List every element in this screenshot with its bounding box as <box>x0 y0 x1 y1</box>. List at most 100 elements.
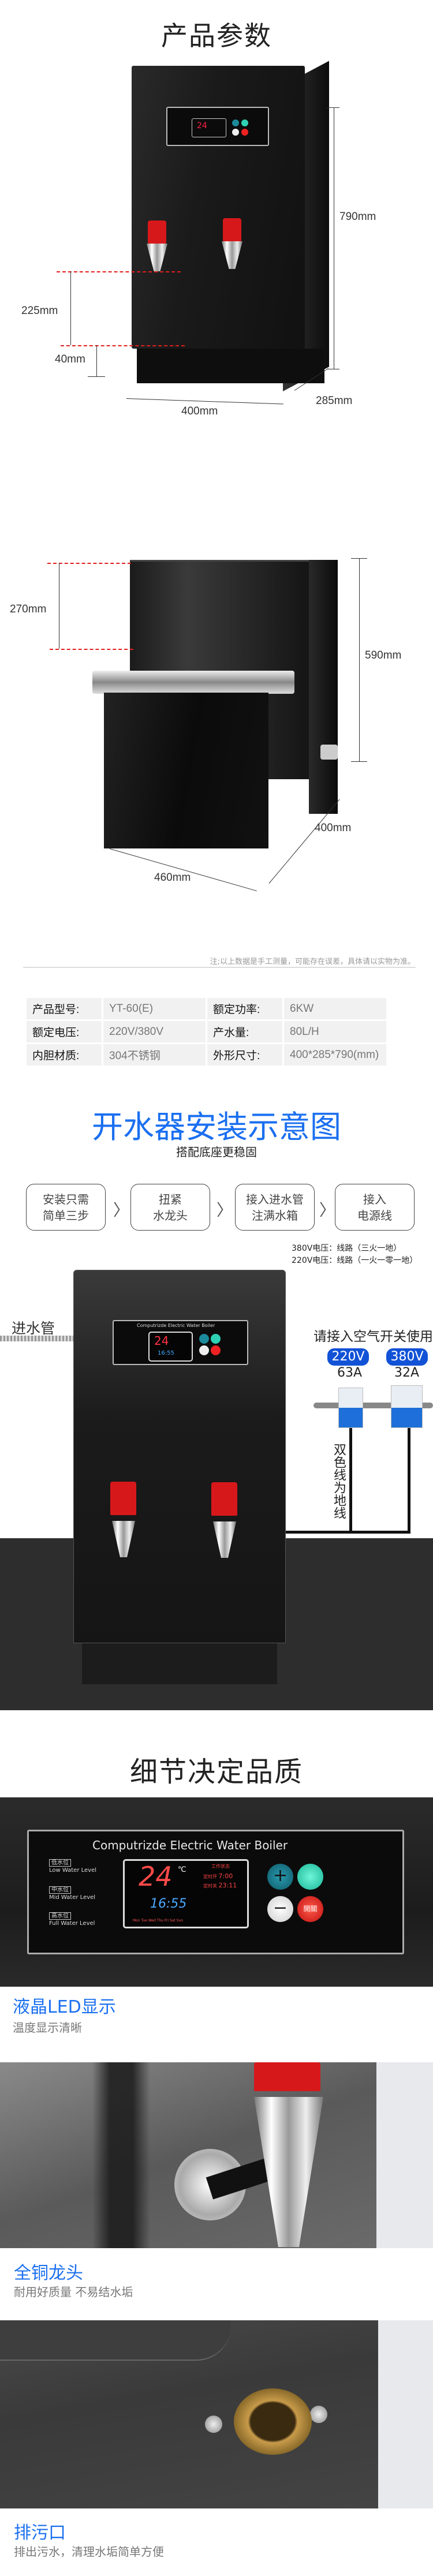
boiler-base <box>137 349 324 383</box>
faucet-right <box>211 1482 237 1516</box>
feature-desc-drain: 排出污水，清理水垢简单方便 <box>14 2545 164 2559</box>
chevron-right-icon: 〉 <box>216 1201 233 1220</box>
feature-desc-faucet: 耐用好质量 不易结水垢 <box>14 2285 133 2299</box>
install-step-4: 接入 电源线 <box>335 1184 415 1231</box>
level-en: Full Water Level <box>49 1920 95 1927</box>
dim-stand-clearance: 270mm <box>10 603 47 615</box>
table-row: 内胆材质: 304不锈钢 外形尺寸: 400*285*790(mm) <box>27 1044 386 1065</box>
lcd-screen: 24 ℃ 16:55 Mon Tue Wed Thu Fri Sat Sun 工… <box>123 1859 249 1928</box>
level-en: Low Water Level <box>49 1867 97 1874</box>
level-cn: 高水位 <box>49 1912 71 1920</box>
air-switch-380 <box>391 1385 423 1428</box>
dim-stand-width: 460mm <box>154 872 191 884</box>
current-380: 32A <box>394 1366 420 1380</box>
boil-button[interactable] <box>297 1864 323 1890</box>
panel-brand: Computrizde Electric Water Boiler <box>137 1323 215 1328</box>
install-title: 开水器安装示意图 <box>92 1109 341 1145</box>
minus-button[interactable]: − <box>267 1896 293 1922</box>
timer-off-label: 定时关 <box>203 1883 217 1889</box>
install-step-1: 安装只需 简单三步 <box>26 1184 106 1231</box>
faucet-left <box>148 220 166 244</box>
stand-tray <box>92 671 294 694</box>
feature-title-lcd: 液晶LED显示 <box>13 1997 116 2017</box>
spec-value: 6KW <box>284 998 386 1019</box>
voltage-note-380: 380V电压：线路（三火一地） <box>292 1244 402 1253</box>
table-row: 产品型号: YT-60(E) 额定功率: 6KW <box>27 998 386 1019</box>
time-readout: 16:55 <box>158 1350 174 1356</box>
plus-button[interactable]: + <box>267 1864 293 1890</box>
power-cable-380 <box>408 1428 410 1533</box>
ground-wire-note: 双色线为地线 <box>331 1443 346 1519</box>
timer-off: 23:11 <box>218 1882 237 1889</box>
time-readout: 16:55 <box>150 1897 187 1911</box>
dim-width: 400mm <box>181 405 218 417</box>
temp-readout: 24 <box>139 1861 173 1892</box>
spec-key: 外形尺寸: <box>207 1044 282 1065</box>
power-button[interactable]: 開關 <box>297 1896 323 1922</box>
timer-on-label: 定时开 <box>203 1874 217 1879</box>
spec-key: 产水量: <box>207 1021 282 1042</box>
details-title: 细节决定品质 <box>129 1756 303 1788</box>
spec-table: 产品型号: YT-60(E) 额定功率: 6KW 额定电压: 220V/380V… <box>25 996 388 1067</box>
install-step-3: 接入进水管 注满水箱 <box>235 1184 315 1231</box>
section-title-params: 产品参数 <box>161 20 272 51</box>
level-en: Mid Water Level <box>49 1894 96 1901</box>
spec-key: 额定功率: <box>207 998 282 1019</box>
stand-front <box>104 693 268 848</box>
install-subtitle: 搭配底座更稳固 <box>176 1145 257 1159</box>
spec-key: 产品型号: <box>27 998 102 1019</box>
control-panel-medium: Computrizde Electric Water Boiler 24 16:5… <box>113 1320 248 1365</box>
spec-value: 304不锈钢 <box>103 1044 206 1065</box>
spec-value: 400*285*790(mm) <box>284 1044 386 1065</box>
air-switch-220 <box>338 1388 363 1428</box>
temp-unit: ℃ <box>178 1865 186 1874</box>
timer-on: 7:00 <box>218 1872 233 1880</box>
power-cable-220 <box>349 1428 352 1533</box>
table-row: 额定电压: 220V/380V 产水量: 80L/H <box>27 1021 386 1042</box>
dim-stand-height: 590mm <box>365 649 402 661</box>
spec-value: YT-60(E) <box>103 998 206 1019</box>
feature-title-drain: 排污口 <box>14 2523 66 2543</box>
inlet-hose <box>0 1336 74 1341</box>
water-boiler-image: 24 <box>0 0 433 439</box>
spec-value: 80L/H <box>284 1021 386 1042</box>
panel-brand: Computrizde Electric Water Boiler <box>92 1838 288 1852</box>
install-step-2: 扭紧 水龙头 <box>130 1184 210 1231</box>
breaker-title: 请接入空气开关使用 <box>313 1329 433 1344</box>
voltage-note-220: 220V电压：线路（一火一零一地） <box>292 1256 418 1265</box>
temp-readout-small: 24 <box>197 121 207 130</box>
spec-value: 220V/380V <box>103 1021 206 1042</box>
measurement-note: 注;以上数据是手工测量，可能存在误差，具体请以实物为准。 <box>210 958 415 966</box>
faucet-detail-photo <box>0 2062 433 2248</box>
stand-image <box>0 502 433 941</box>
dim-depth: 285mm <box>316 395 353 407</box>
temp-readout: 24 <box>154 1334 169 1348</box>
status-title: 工作状态 <box>211 1864 230 1869</box>
spec-key: 内胆材质: <box>27 1044 102 1065</box>
dim-height: 790mm <box>339 211 376 223</box>
control-panel-small: 24 <box>166 107 269 146</box>
feature-title-faucet: 全铜龙头 <box>14 2263 83 2283</box>
dim-stand-depth: 400mm <box>315 822 352 834</box>
boiler-base <box>82 1643 277 1684</box>
drain-detail-photo <box>0 2320 433 2508</box>
voltage-badge-220: 220V <box>327 1348 369 1366</box>
dim-base-height: 40mm <box>55 353 85 365</box>
spec-key: 额定电压: <box>27 1021 102 1042</box>
drain-outlet <box>234 2388 312 2455</box>
feature-desc-lcd: 温度显示清晰 <box>13 2021 82 2035</box>
inlet-label: 进水管 <box>12 1320 55 1337</box>
weekday-row: Mon Tue Wed Thu Fri Sat Sun <box>133 1919 184 1923</box>
dim-faucet-height: 225mm <box>21 305 58 317</box>
faucet-left <box>110 1482 136 1515</box>
chevron-right-icon: 〉 <box>319 1201 336 1220</box>
chevron-right-icon: 〉 <box>113 1201 130 1220</box>
current-220: 63A <box>337 1366 363 1380</box>
faucet-right <box>223 218 241 241</box>
